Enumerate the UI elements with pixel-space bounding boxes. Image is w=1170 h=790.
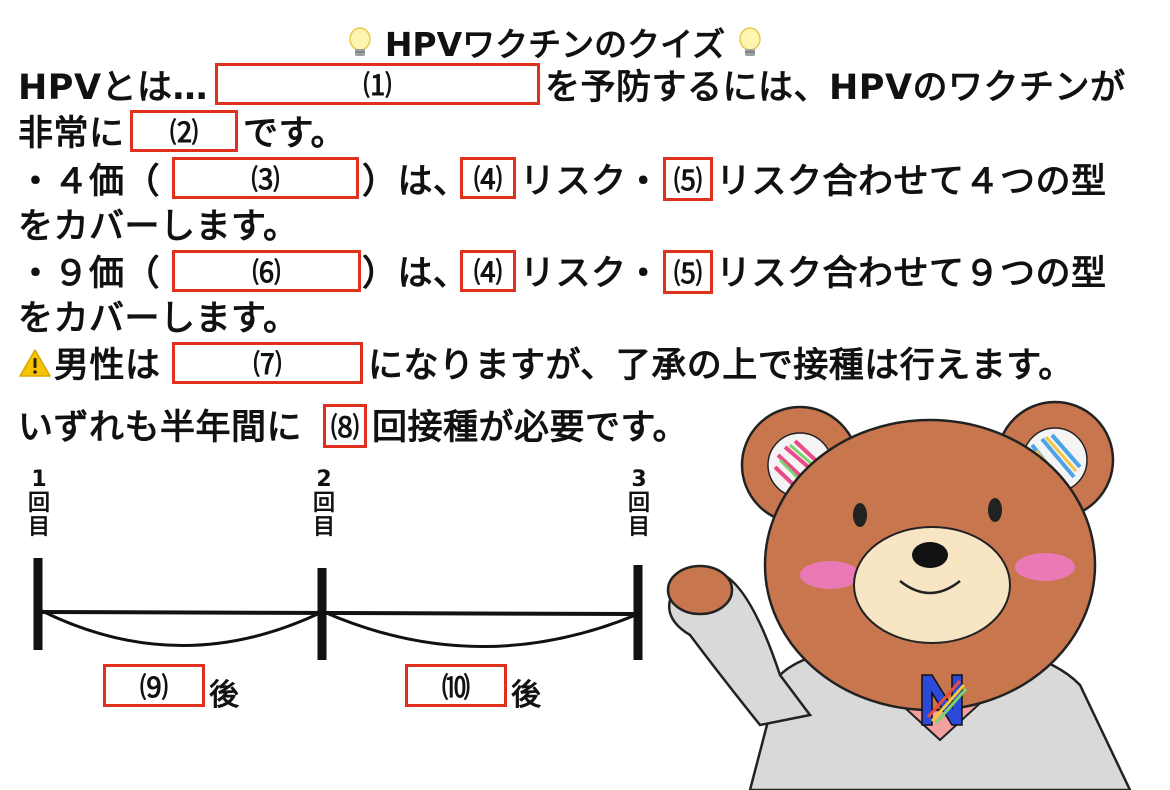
- line3-suffix: リスク合わせて４つの型: [716, 162, 1107, 202]
- blank-10: ⑽: [405, 664, 507, 707]
- quiz-title: HPVワクチンのクイズ: [0, 18, 1110, 67]
- dose-3-label: 3 回 目: [627, 467, 650, 540]
- rainbow-n-badge-icon: [921, 674, 968, 726]
- light-bulb-icon: [347, 26, 373, 67]
- light-bulb-icon: [737, 26, 763, 67]
- line5-prefix: ・９価（: [18, 254, 161, 294]
- interval-1-after: 後: [209, 678, 239, 713]
- line5-suffix: リスク合わせて９つの型: [716, 254, 1107, 294]
- line5-risk: リスク・: [520, 254, 662, 294]
- dose-timeline: [33, 558, 643, 660]
- line5-mid: ）は、: [362, 254, 469, 294]
- blank-4b: ⑷: [460, 250, 516, 292]
- line2-suffix: です。: [243, 114, 347, 154]
- blank-5a: ⑸: [663, 157, 713, 201]
- line8-prefix: いずれも半年間に: [18, 408, 303, 448]
- blank-2: ⑵: [130, 110, 238, 152]
- blank-6: ⑹: [172, 250, 361, 292]
- line6: をカバーします。: [18, 299, 299, 339]
- line4: をカバーします。: [18, 207, 299, 247]
- blank-3: ⑶: [172, 157, 359, 199]
- interval-2-after: 後: [511, 678, 541, 713]
- blank-9: ⑼: [103, 664, 205, 707]
- blank-7: ⑺: [172, 342, 363, 384]
- line3-prefix: ・４価（: [18, 162, 161, 202]
- warning-icon: [18, 347, 52, 387]
- blank-8: ⑻: [323, 404, 367, 448]
- line7-suffix: になりますが、了承の上で接種は行えます。: [368, 346, 1074, 386]
- blank-5b: ⑸: [663, 250, 713, 294]
- dose-1-label: 1 回 目: [27, 467, 50, 540]
- line3-risk: リスク・: [520, 162, 662, 202]
- line8-suffix: 回接種が必要です。: [372, 408, 689, 448]
- blank-1: ⑴: [215, 63, 540, 105]
- line7-prefix-text: 男性は: [54, 346, 161, 386]
- line3-mid: ）は、: [362, 162, 469, 202]
- line7-prefix: 男性は: [18, 346, 161, 387]
- dose-2-label: 2 回 目: [312, 467, 335, 540]
- line1-suffix: を予防するには、HPVのワクチンが: [545, 68, 1126, 108]
- bear-mascot: [666, 400, 1132, 790]
- quiz-title-text: HPVワクチンのクイズ: [384, 25, 726, 64]
- line2-prefix: 非常に: [18, 114, 125, 154]
- line1-prefix: HPVとは…: [18, 68, 209, 108]
- blank-4a: ⑷: [460, 157, 516, 199]
